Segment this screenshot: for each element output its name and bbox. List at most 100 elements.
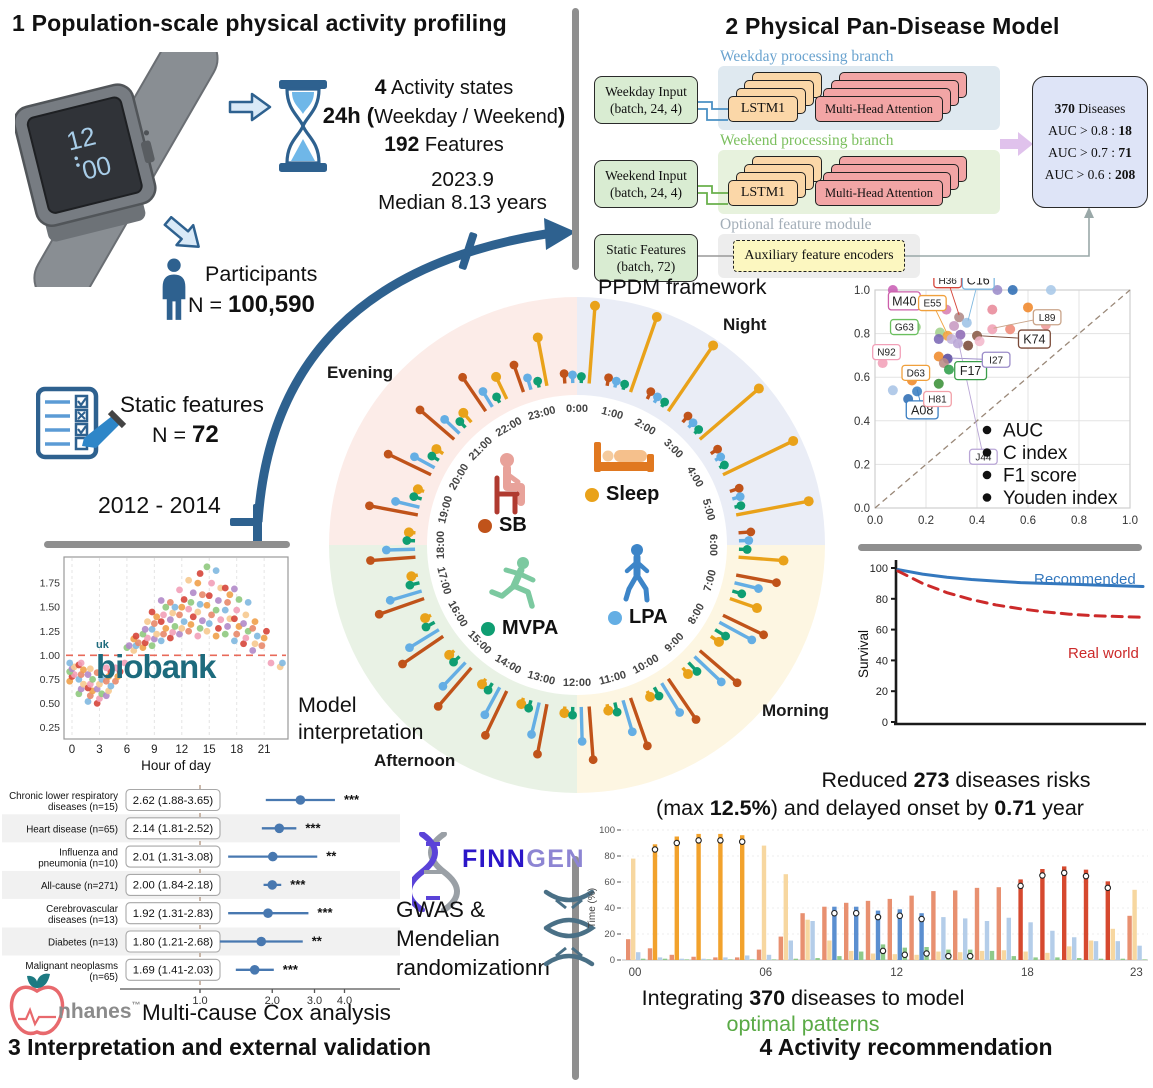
- legend-lpa: LPA: [608, 606, 668, 629]
- weekday-input-box: Weekday Input (batch, 24, 4): [594, 76, 698, 124]
- svg-text:0.2: 0.2: [918, 515, 934, 527]
- svg-text:0: 0: [882, 717, 888, 729]
- weekday-input-line1: Weekday Input: [605, 84, 687, 99]
- optional-module-label: Optional feature module: [720, 216, 872, 233]
- divider-left-horizontal: [44, 541, 290, 548]
- mha-weekend-box: Multi-Head Attention: [815, 180, 943, 206]
- svg-text:0.4: 0.4: [969, 515, 986, 527]
- svg-text:***: ***: [317, 905, 333, 920]
- svg-text:12: 12: [890, 967, 903, 979]
- svg-text:**: **: [326, 849, 337, 864]
- svg-text:1:00: 1:00: [600, 405, 624, 422]
- svg-text:***: ***: [283, 962, 299, 977]
- svg-text:diseases (n=13): diseases (n=13): [48, 915, 118, 926]
- quadrant-morning-label: Morning: [762, 701, 830, 720]
- svg-text:***: ***: [305, 820, 321, 835]
- svg-text:6:00: 6:00: [707, 534, 719, 556]
- static-input-line2: (batch, 72): [616, 259, 676, 274]
- svg-text:0.0: 0.0: [854, 503, 870, 515]
- finngen-dna-icon: [412, 832, 460, 912]
- svg-text:0.6: 0.6: [1020, 515, 1036, 527]
- svg-text:Heart disease (n=65): Heart disease (n=65): [26, 824, 118, 835]
- section3-title: 3 Interpretation and external validation: [8, 1034, 432, 1060]
- weekend-branch-label: Weekend processing branch: [720, 132, 894, 149]
- svg-text:0.75: 0.75: [40, 674, 61, 686]
- svg-text:3.0: 3.0: [307, 995, 322, 1007]
- svg-text:E55: E55: [923, 299, 941, 310]
- svg-text:80: 80: [876, 594, 888, 606]
- hourglass-icon: [279, 80, 327, 172]
- svg-text:0: 0: [69, 744, 75, 756]
- reduced-caption-line1: Reduced 273 diseases risks: [821, 768, 1091, 792]
- svg-text:1.0: 1.0: [854, 285, 870, 297]
- svg-text:K74: K74: [1023, 333, 1045, 347]
- uk-biobank-logo: uk biobank: [96, 640, 217, 685]
- legend-sleep-label: Sleep: [606, 483, 660, 505]
- svg-text:Recommended: Recommended: [1034, 571, 1136, 588]
- lpa-dot-icon: [608, 610, 622, 625]
- lstm1-weekend-box: LSTM1: [728, 180, 798, 206]
- static-features-label: Static features: [120, 392, 264, 417]
- weekday-input-line2: (batch, 24, 4): [610, 101, 682, 116]
- result-line3: AUC > 0.7 : 71: [1048, 145, 1132, 160]
- weekend-input-line1: Weekend Input: [605, 168, 687, 183]
- reduced-caption-line2: (max 12.5%) and delayed onset by 0.71 ye…: [656, 796, 1084, 820]
- divider-top-vertical: [572, 8, 579, 270]
- svg-text:C index: C index: [1003, 443, 1068, 464]
- svg-text:Influenza and: Influenza and: [59, 848, 118, 859]
- svg-text:1.0: 1.0: [1122, 515, 1138, 527]
- checklist-icon: [36, 386, 127, 460]
- svg-text:Hour of day: Hour of day: [141, 758, 211, 773]
- svg-text:18: 18: [230, 744, 243, 756]
- model-connectors: [698, 101, 1094, 257]
- svg-text:0.0: 0.0: [867, 515, 883, 527]
- static-input-line1: Static Features: [606, 242, 686, 257]
- timeline-start-label: 2012 - 2014: [98, 492, 221, 518]
- arrow-right-icon: [228, 92, 272, 122]
- weekend-input-box: Weekend Input (batch, 24, 4): [594, 160, 698, 208]
- svg-text:100: 100: [870, 563, 888, 575]
- svg-text:diseases (n=15): diseases (n=15): [48, 802, 118, 813]
- uk-biobank-wordmark: biobank: [96, 648, 217, 685]
- divider-bottom-vertical: [572, 856, 579, 1080]
- duration-line: 24h (Weekday / Weekend): [322, 103, 566, 128]
- svg-text:F17: F17: [960, 364, 982, 378]
- svg-text:3: 3: [96, 744, 102, 756]
- svg-text:H36: H36: [938, 278, 957, 287]
- svg-text:18: 18: [1021, 967, 1034, 979]
- svg-text:18:00: 18:00: [435, 531, 447, 559]
- svg-text:Real world: Real world: [1068, 645, 1139, 662]
- svg-text:6: 6: [124, 744, 130, 756]
- mvpa-dot-icon: [481, 621, 495, 636]
- svg-text:40: 40: [604, 903, 615, 914]
- legend-mvpa: MVPA: [481, 617, 558, 640]
- aux-encoder-box: Auxiliary feature encoders: [733, 240, 905, 272]
- svg-text:All-cause (n=271): All-cause (n=271): [41, 881, 118, 892]
- quadrant-afternoon-label: Afternoon: [374, 751, 456, 770]
- optimal-patterns-caption: optimal patterns: [726, 1012, 880, 1036]
- nhanes-wordmark: nhanes™: [58, 1000, 141, 1023]
- svg-text:H81: H81: [928, 395, 947, 406]
- svg-text:12: 12: [175, 744, 188, 756]
- svg-text:G63: G63: [895, 323, 914, 334]
- legend-sleep: Sleep: [585, 483, 659, 506]
- participant-icon: [162, 258, 186, 320]
- section1-title: 1 Population-scale physical activity pro…: [12, 10, 507, 36]
- dna-helix-icon: [543, 889, 596, 967]
- features-line: 192 Features: [384, 133, 504, 156]
- ppdm-framework-label: PPDM framework: [598, 275, 767, 299]
- svg-text:20: 20: [604, 929, 615, 940]
- svg-text:2.0: 2.0: [265, 995, 280, 1007]
- auc-scatter-chart: 0.00.00.20.20.40.40.60.60.80.81.01.0M40H…: [854, 278, 1138, 527]
- svg-text:1.80 (1.21-2.68): 1.80 (1.21-2.68): [133, 936, 214, 948]
- static-features-count: N = 72: [152, 421, 219, 448]
- svg-text:1.69 (1.41-2.03): 1.69 (1.41-2.03): [133, 965, 214, 977]
- svg-text:1.75: 1.75: [40, 578, 61, 590]
- sitting-person-icon: [494, 453, 525, 515]
- weekday-branch-label: Weekday processing branch: [720, 48, 894, 65]
- svg-text:1.92 (1.31-2.83): 1.92 (1.31-2.83): [133, 908, 214, 920]
